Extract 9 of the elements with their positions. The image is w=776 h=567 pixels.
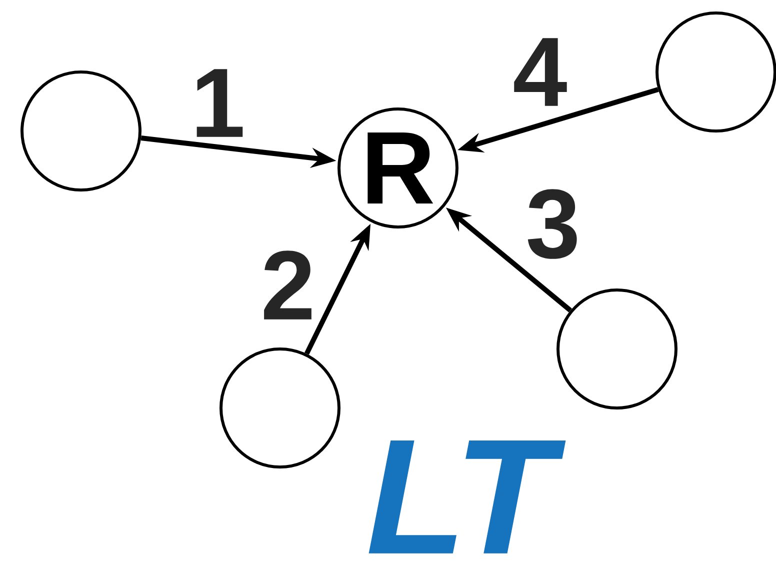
edge-label: 4 xyxy=(514,38,567,106)
diagram-label: LT xyxy=(368,440,566,554)
empty-circle xyxy=(20,70,142,192)
empty-circle xyxy=(220,347,340,468)
edge-label: 1 xyxy=(196,69,243,137)
empty-circle xyxy=(556,288,678,410)
edge-label: 3 xyxy=(528,189,577,259)
circle-node: R xyxy=(338,107,458,228)
edge-label: 2 xyxy=(264,250,312,320)
